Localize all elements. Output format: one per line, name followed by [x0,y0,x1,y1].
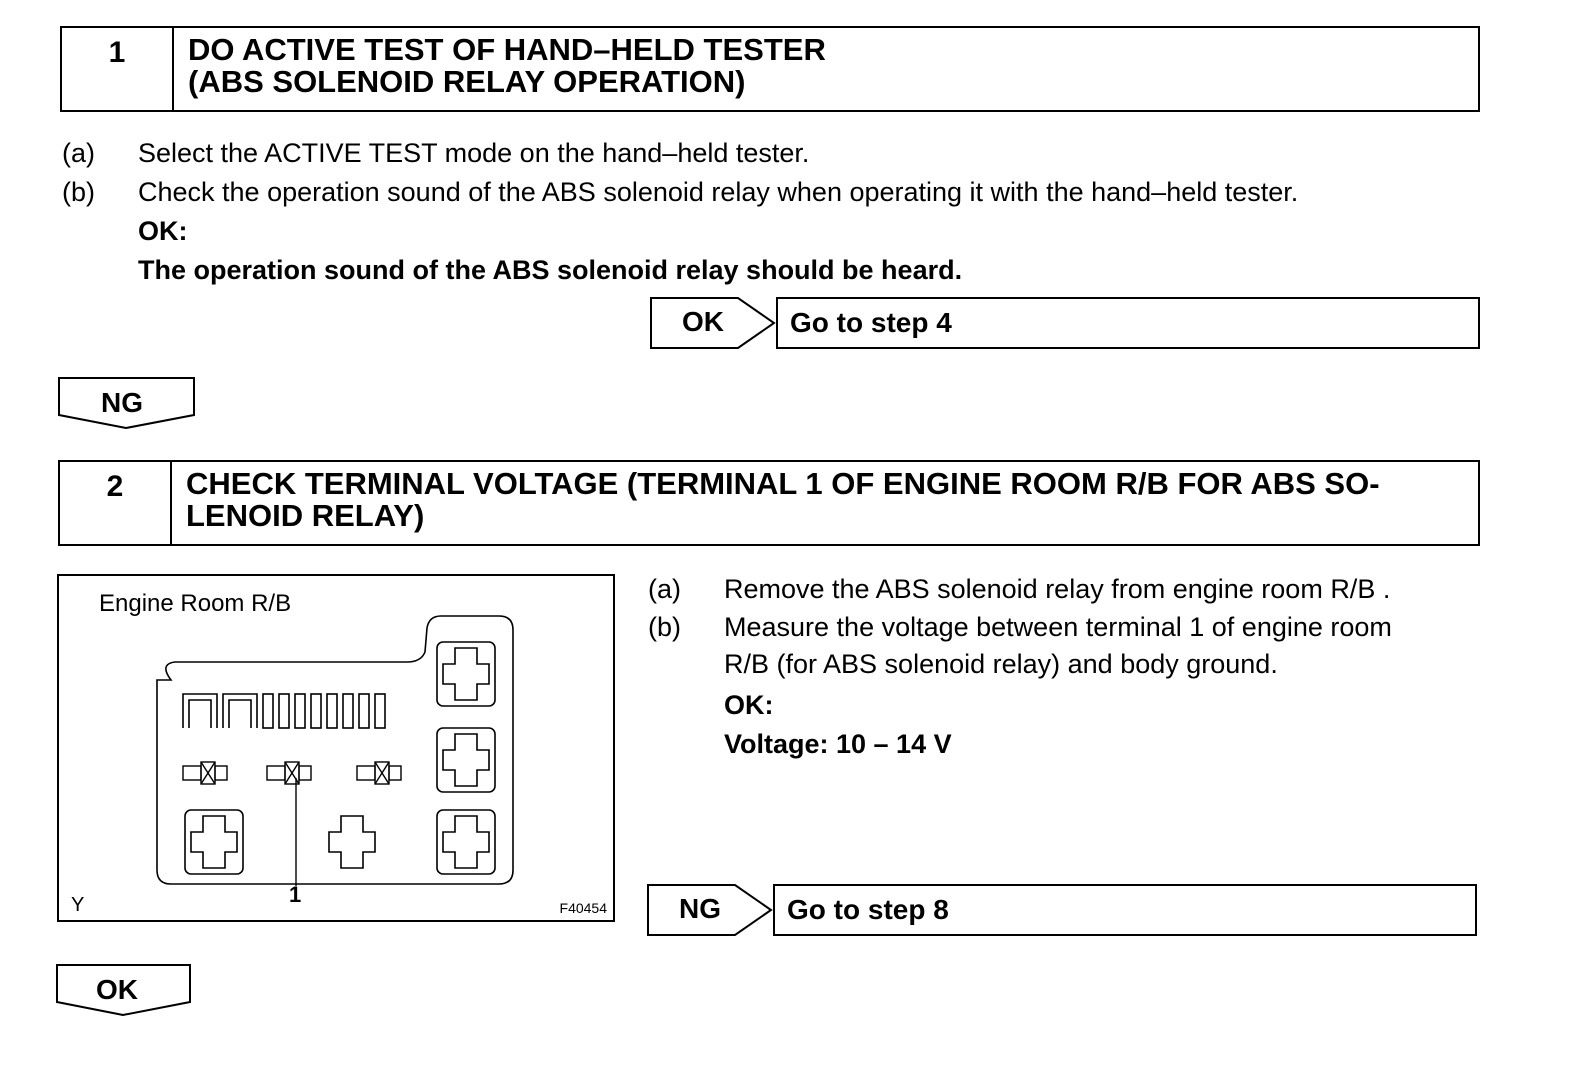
step-1-ok-label: OK: [138,216,188,246]
item-text: Remove the ABS solenoid relay from engin… [724,574,1391,604]
item-label: (b) [648,612,681,642]
step-1-title: DO ACTIVE TEST OF HAND–HELD TESTER (ABS … [174,28,1478,110]
item-text-line2: R/B (for ABS solenoid relay) and body gr… [724,649,1278,679]
ok-tag-arrow-shape [650,297,776,349]
step-1-result-box: Go to step 4 [776,297,1480,349]
step-2-number: 2 [60,462,172,544]
step-1-item-a: (a) Select the ACTIVE TEST mode on the h… [62,138,809,169]
item-text: Measure the voltage between terminal 1 o… [724,612,1392,680]
item-text-line1: Measure the voltage between terminal 1 o… [724,612,1392,642]
step-1-next-tag: NG [101,387,143,418]
step-2-item-b: (b) Measure the voltage between terminal… [648,612,1392,680]
step-2-next-tag: OK [96,974,138,1005]
engine-room-rb-figure: Engine Room R/B 1 Y F40454 [57,574,615,922]
step-1-item-b: (b) Check the operation sound of the ABS… [62,177,1298,208]
figure-pointer-label: 1 [289,882,302,907]
engine-room-rb-drawing [156,615,514,886]
step-2-title: CHECK TERMINAL VOLTAGE (TERMINAL 1 OF EN… [172,462,1478,544]
step-1-ok-text: The operation sound of the ABS solenoid … [138,255,963,285]
ng-tag-shape [58,377,195,429]
step-1-number: 1 [62,28,174,110]
step-1-result-tag: OK [682,306,724,337]
item-label: (a) [62,138,95,168]
step-2-result-text: Go to step 8 [787,894,949,925]
step-2-title-line1: CHECK TERMINAL VOLTAGE (TERMINAL 1 OF EN… [186,466,1380,501]
step-2-header: 2 CHECK TERMINAL VOLTAGE (TERMINAL 1 OF … [58,460,1480,546]
step-1-header: 1 DO ACTIVE TEST OF HAND–HELD TESTER (AB… [60,26,1480,112]
figure-code: F40454 [559,900,607,916]
step-2-title-line2: LENOID RELAY) [186,498,425,533]
step-1-result-text: Go to step 4 [790,307,952,338]
step-2-item-a: (a) Remove the ABS solenoid relay from e… [648,574,1390,605]
step-1-title-line2: (ABS SOLENOID RELAY OPERATION) [188,64,746,99]
step-2-ok-label: OK: [724,690,774,720]
item-label: (b) [62,177,95,207]
step-1-title-line1: DO ACTIVE TEST OF HAND–HELD TESTER [188,32,826,67]
item-text: Select the ACTIVE TEST mode on the hand–… [138,138,810,168]
item-text: Check the operation sound of the ABS sol… [138,177,1299,207]
step-2-result-tag: NG [679,893,721,924]
step-2-result-box: Go to step 8 [773,884,1477,936]
ok-next-tag-shape [56,964,191,1016]
step-2-ok-text: Voltage: 10 – 14 V [724,729,952,759]
figure-corner-label: Y [71,894,85,916]
ng-result-arrow-shape [647,884,773,936]
item-label: (a) [648,574,681,604]
figure-title: Engine Room R/B [99,590,292,617]
